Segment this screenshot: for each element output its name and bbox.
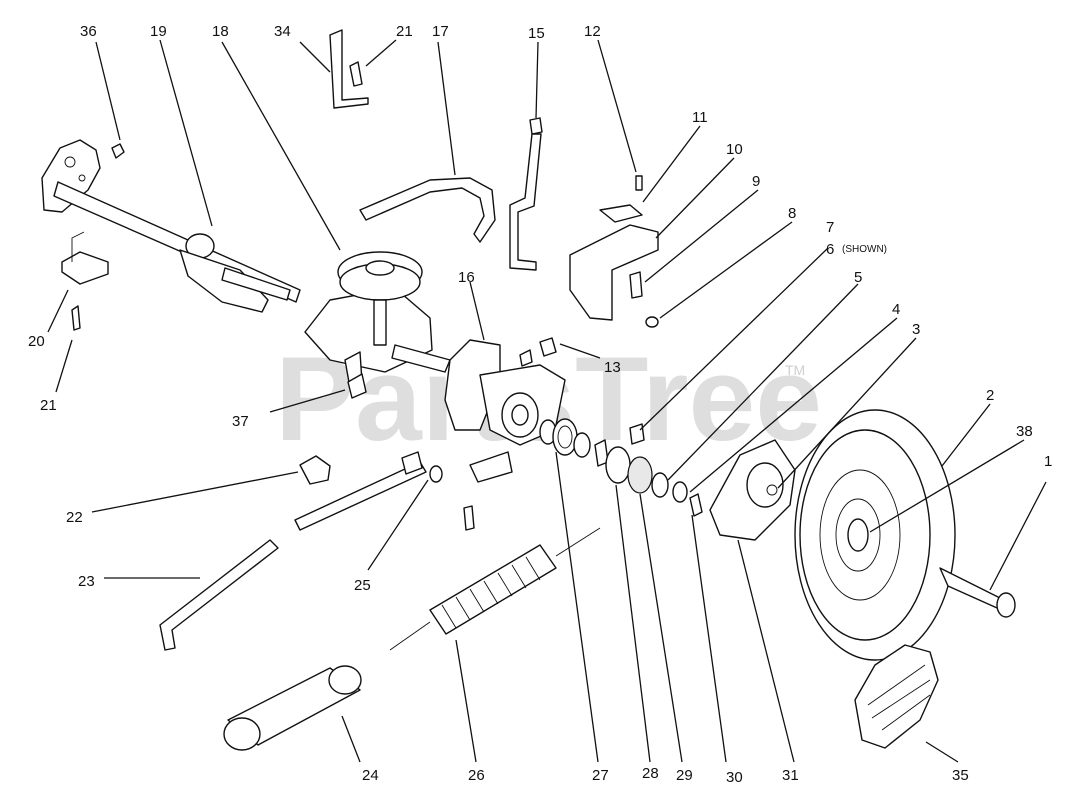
hub-31 [709,439,796,541]
axle-assembly [41,139,301,313]
watermark-tm: TM [785,362,805,378]
callout-5: 5 [854,269,862,286]
callout-13: 13 [604,359,621,376]
callout-3: 3 [912,321,920,338]
belt-17 [359,177,496,243]
callout-36: 36 [80,23,97,40]
cable-15 [509,117,543,271]
callout-17: 17 [432,23,449,40]
bolt-1 [939,567,1016,618]
callout-10: 10 [726,141,743,158]
callout-1: 1 [1044,453,1052,470]
link-37 [347,373,367,399]
callout-38: 38 [1016,423,1033,440]
callout-24: 24 [362,767,379,784]
wheel-2 [794,409,956,661]
hubcap-35 [854,644,939,749]
callout-4: 4 [892,301,900,318]
callout-19: 19 [150,23,167,40]
callout-29: 29 [676,767,693,784]
bracket-34 [329,29,369,109]
callout-7: 7 [826,219,834,236]
callout-21-top: 21 [396,23,413,40]
shift-rod [294,451,443,531]
spring-26 [389,527,601,651]
callout-6-note: (SHOWN) [842,244,887,255]
callout-2: 2 [986,387,994,404]
gear-stack [539,418,703,517]
callout-23: 23 [78,573,95,590]
callout-30: 30 [726,769,743,786]
callout-27: 27 [592,767,609,784]
callout-20: 20 [28,333,45,350]
callout-21-bottom: 21 [40,397,57,414]
callout-11: 11 [692,109,708,126]
bracket-20 [61,231,109,331]
callout-25: 25 [354,577,371,594]
callout-16: 16 [458,269,475,286]
callout-6: 6 [826,241,834,258]
callout-18: 18 [212,23,229,40]
callout-31: 31 [782,767,799,784]
callout-labels: 36 19 18 34 21 17 15 12 11 10 9 8 7 6 (S… [28,23,1052,786]
callout-34: 34 [274,23,291,40]
callout-35: 35 [952,767,969,784]
bracket-10 [569,175,659,328]
callout-12: 12 [584,23,601,40]
tube-24 [223,665,362,751]
rod-23 [159,539,279,651]
callout-28: 28 [642,765,659,782]
callout-15: 15 [528,25,545,42]
callout-9: 9 [752,173,760,190]
callout-26: 26 [468,767,485,784]
leader-lines [47,39,1047,763]
callout-8: 8 [788,205,796,222]
callout-37: 37 [232,413,249,430]
callout-22: 22 [66,509,83,526]
